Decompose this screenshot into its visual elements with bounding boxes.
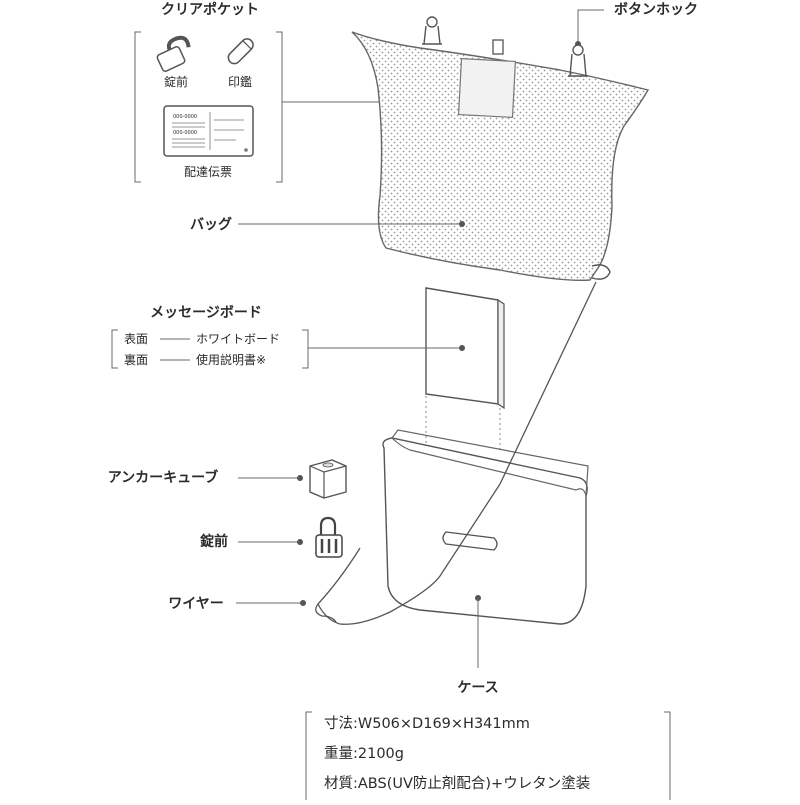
spec-weight: 重量:2100g: [324, 745, 404, 762]
delivery-slip-label: 配達伝票: [184, 165, 232, 179]
case-callout: ケース: [457, 595, 499, 696]
case-back-rim: [391, 429, 589, 497]
message-board-dot: [459, 345, 465, 351]
bag-strap-loop: [591, 264, 611, 280]
message-board-illustration: [425, 287, 505, 452]
slip-row1-text: 000-0000: [173, 114, 197, 120]
clear-pocket-group: クリアポケット 錠前 印鑑 000-0000 000-0000: [134, 1, 495, 183]
clear-pocket-bracket-right: [276, 31, 283, 183]
padlock-callout: 錠前: [200, 533, 303, 550]
padlock-dot: [297, 539, 303, 545]
case-rim: [391, 437, 587, 497]
delivery-slip-icon: 000-0000 000-0000: [163, 105, 254, 157]
clear-pocket-label: クリアポケット: [161, 1, 259, 18]
message-board-edge: [497, 298, 505, 410]
message-board-bracket-left: [111, 329, 118, 369]
seal-label: 印鑑: [228, 74, 252, 89]
wire-upper: [499, 281, 597, 485]
button-hook-leader: [577, 9, 604, 44]
bag-body: [351, 31, 650, 281]
anchor-cube-dot: [297, 475, 303, 481]
seal-icon: [227, 38, 254, 65]
spec-block: 寸法:W506×D169×H341mm 重量:2100g 材質:ABS(UV防止…: [305, 711, 671, 800]
message-board-callout: メッセージボード 表面 ホワイトボード 裏面 使用説明書※: [111, 305, 465, 369]
message-board-label: メッセージボード: [150, 305, 262, 321]
case-label: ケース: [457, 680, 498, 696]
bag-label: バッグ: [190, 216, 232, 233]
wire-illustration: [315, 483, 501, 625]
wire-label: ワイヤー: [168, 596, 224, 612]
bag-hook-left: [422, 16, 442, 45]
padlock-small-label: 錠前: [164, 74, 188, 89]
padlock-small-icon: [156, 35, 191, 72]
spec-material: 材質:ABS(UV防止剤配合)+ウレタン塗装: [324, 774, 590, 792]
front-face-label: 表面: [124, 332, 148, 346]
bag-hook-center: [492, 39, 504, 55]
bag-callout: バッグ: [190, 216, 465, 233]
case-illustration: [382, 429, 589, 625]
bag-clear-pocket: [457, 57, 517, 119]
wire-cable: [317, 483, 501, 625]
message-board-bracket-right: [302, 329, 309, 369]
spec-bracket-right: [664, 711, 671, 800]
bag-hook-right: [568, 44, 588, 77]
front-face-value: ホワイトボード: [196, 332, 280, 346]
anchor-cube-callout: アンカーキューブ: [108, 469, 303, 486]
case-body: [382, 437, 588, 625]
button-hook-label: ボタンホック: [614, 2, 698, 18]
anchor-cube-icon: [309, 459, 347, 499]
slip-row2-text: 000-0000: [173, 130, 197, 136]
back-face-label: 裏面: [124, 352, 148, 367]
padlock-label: 錠前: [200, 533, 228, 550]
bag-dot: [459, 221, 465, 227]
anchor-cube-label: アンカーキューブ: [108, 469, 219, 486]
wire-callout: ワイヤー: [168, 596, 306, 612]
case-handle: [442, 531, 498, 551]
button-hook-group: ボタンホック: [575, 2, 698, 47]
wire-loop: [315, 603, 337, 623]
wire-to-lock: [317, 547, 361, 605]
bag-illustration: [351, 16, 650, 281]
spec-dimensions: 寸法:W506×D169×H341mm: [324, 715, 530, 732]
back-face-value: 使用説明書※: [196, 352, 266, 367]
clear-pocket-bracket-left: [134, 31, 141, 183]
padlock-icon: [315, 516, 343, 558]
spec-bracket-left: [305, 711, 312, 800]
wire-dot: [300, 600, 306, 606]
